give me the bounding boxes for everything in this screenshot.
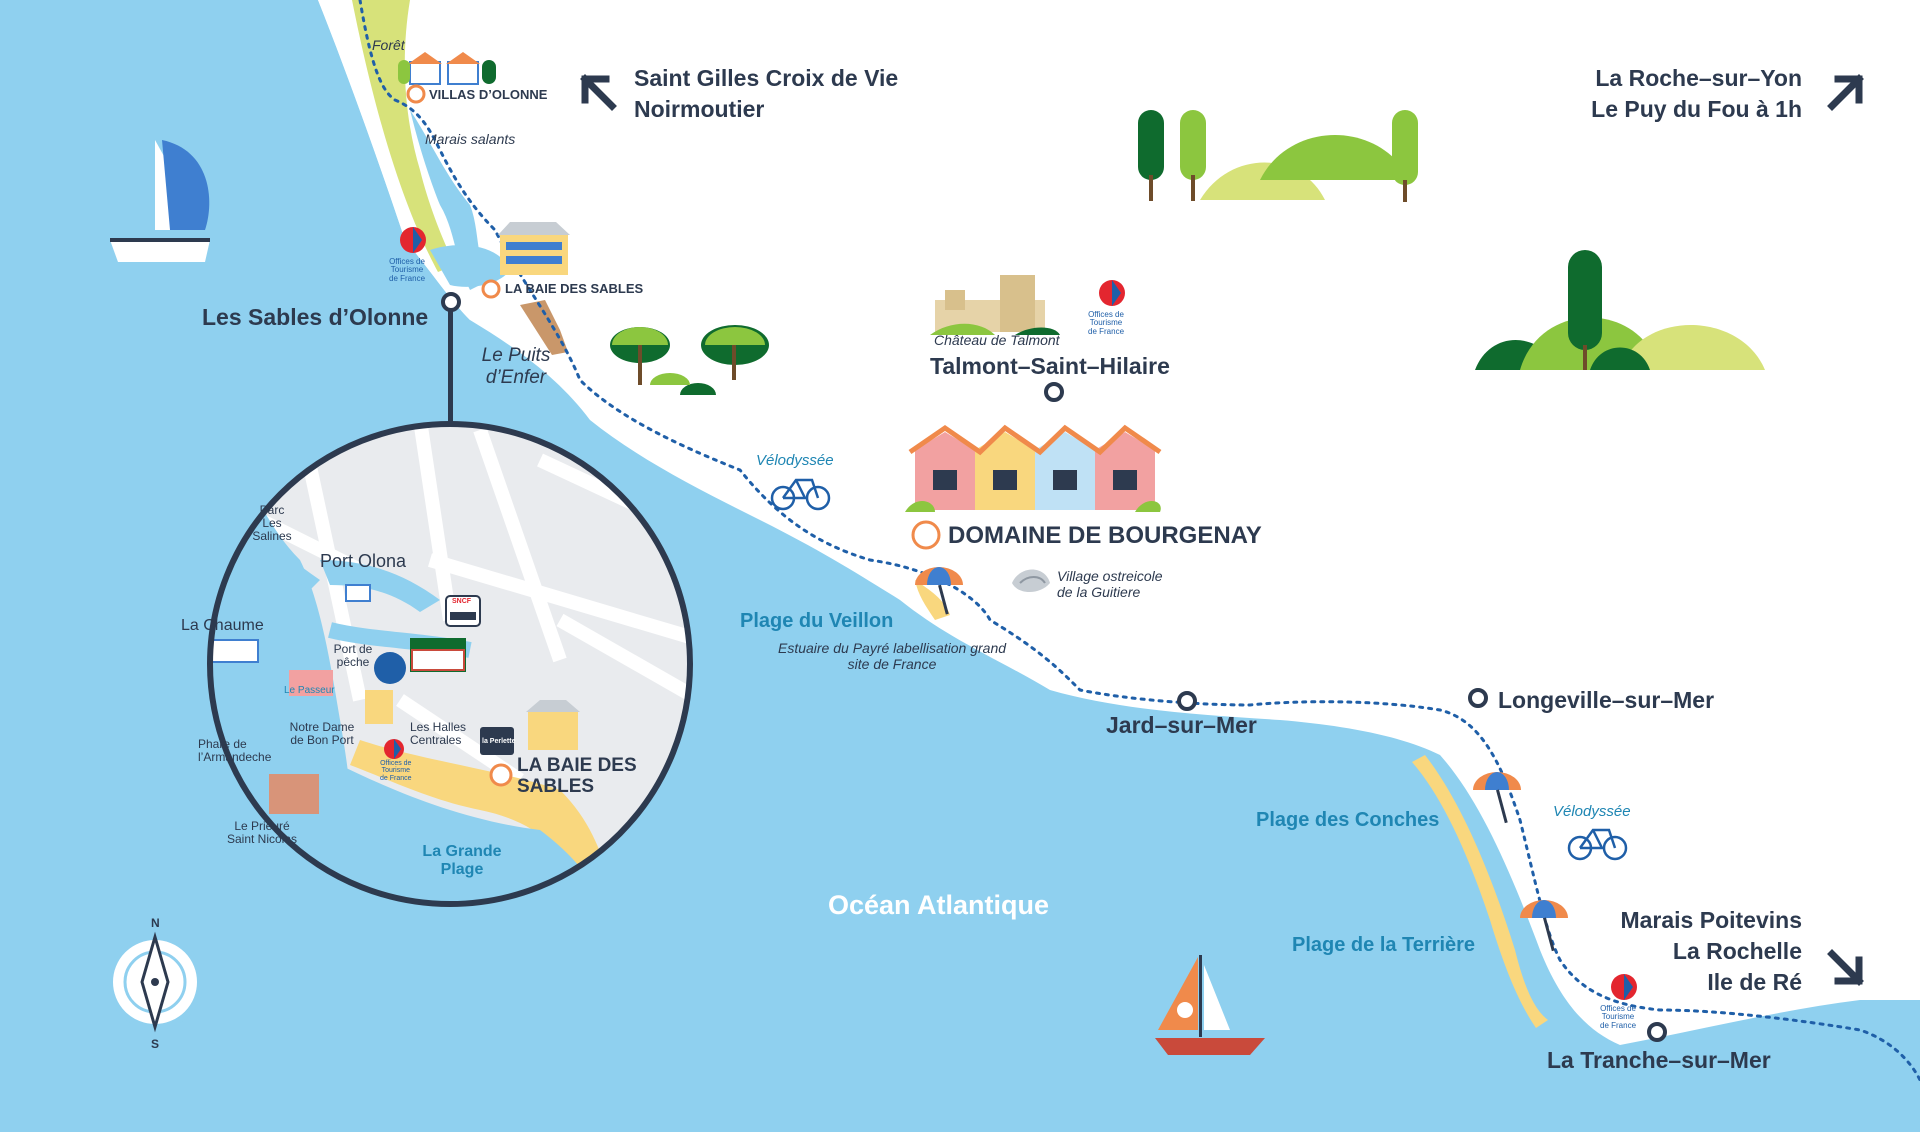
oyster-icon (1012, 569, 1050, 592)
zoom-connector (448, 302, 453, 424)
zoom-grande-plage[interactable]: La Grande Plage (422, 843, 502, 879)
zoom-baie-sables[interactable]: LA BAIE DES SABLES (517, 755, 637, 797)
destination-ile-de-re: Ile de Ré (1707, 969, 1802, 996)
city-talmont[interactable]: Talmont–Saint–Hilaire (930, 353, 1170, 379)
destination-north-east: La Roche–sur–Yon Le Puy du Fou à 1h (1556, 63, 1802, 125)
zoom-port-peche: Port de pêche (333, 642, 373, 670)
compass-south: S (151, 1037, 160, 1051)
tree-group-right (1475, 250, 1765, 370)
label-marais-salants: Marais salants (425, 131, 516, 147)
tourism-office-logos (384, 227, 1637, 1000)
zoom-le-passeur: Le Passeur (284, 685, 335, 696)
zoom-parc-salines: Parc Les Salines (252, 503, 292, 544)
resort-domaine-bourgenay[interactable]: DOMAINE DE BOURGENAY (948, 522, 1262, 549)
destination-la-rochelle: La Rochelle (1672, 938, 1802, 965)
veillon-sand (915, 580, 950, 620)
city-longeville[interactable]: Longeville–sur–Mer (1498, 687, 1715, 713)
sailboat (1155, 955, 1265, 1055)
zoom-halles: Les Halles Centrales (410, 720, 467, 748)
resort-baie-sables[interactable]: LA BAIE DES SABLES (505, 281, 644, 296)
city-les-sables[interactable]: Les Sables d’Olonne (202, 304, 429, 330)
villa-buildings (398, 52, 496, 85)
label-velodyssee-1: Vélodyssée (756, 452, 834, 469)
compass-rose (107, 931, 203, 1033)
destination-la-roche: La Roche–sur–Yon (1595, 65, 1802, 91)
label-puits-enfer: Le Puits d’Enfer (481, 345, 551, 388)
zoom-notre-dame: Notre Dame de Bon Port (289, 720, 355, 748)
destination-puy-du-fou: Le Puy du Fou à 1h (1591, 96, 1802, 123)
bike-icon (770, 478, 831, 511)
label-chateau: Château de Talmont (934, 332, 1060, 348)
city-la-tranche[interactable]: La Tranche–sur–Mer (1547, 1047, 1771, 1073)
destination-marais: Marais Poitevins (1620, 907, 1802, 933)
tree-group-top (1138, 110, 1418, 202)
destination-north-west: Saint Gilles Croix de Vie Noirmoutier (634, 63, 898, 125)
conches-sand (1412, 755, 1548, 1028)
tourism-office-talmont: Offices de Tourisme de France (1088, 310, 1125, 336)
tourism-office-zoom: Offices de Tourisme de France (380, 760, 412, 782)
beach-veillon[interactable]: Plage du Veillon (740, 610, 894, 632)
destination-noirmoutier: Noirmoutier (634, 96, 765, 123)
tourism-office-la-tranche: Offices de Tourisme de France (1600, 1004, 1637, 1030)
destination-saint-gilles: Saint Gilles Croix de Vie (634, 65, 899, 91)
beach-conches[interactable]: Plage des Conches (1256, 809, 1440, 831)
label-foret: Forêt (372, 37, 405, 53)
beach-houses (905, 424, 1162, 512)
pine-trees (610, 325, 769, 395)
bike-icon (1567, 828, 1628, 861)
zoom-la-perlette: la Perlette (482, 738, 516, 745)
tourism-office-les-sables: Offices de Tourisme de France (389, 257, 426, 283)
zoom-port-olona: Port Olona (320, 551, 407, 571)
zoom-sncf-logo: SNCF (452, 598, 472, 605)
cliff (520, 300, 568, 355)
label-velodyssee-2: Vélodyssée (1553, 803, 1631, 820)
harbor-basin (430, 245, 510, 287)
zoom-phare: Phare de l’Armandeche (198, 737, 272, 765)
zoom-prieure: Le Prieuré Saint Nicolas (226, 819, 298, 847)
city-jard[interactable]: Jard–sur–Mer (1106, 712, 1257, 738)
destination-south-east: Marais Poitevins La Rochelle Ile de Ré (1576, 905, 1802, 998)
resort-villas-olonne[interactable]: VILLAS D’OLONNE (429, 87, 548, 102)
catamaran (110, 140, 210, 262)
harbor-inlet (410, 110, 490, 290)
zoom-la-chaume: La Chaume (181, 617, 264, 634)
compass-north: N (151, 916, 160, 930)
label-village-ostreicole: Village ostreicole de la Guitiere (1057, 568, 1163, 601)
velodyssee-route (358, 0, 1920, 1082)
beach-umbrellas (915, 567, 1568, 952)
label-estuaire: Estuaire du Payré labellisation grand si… (777, 640, 1007, 673)
beach-terriere[interactable]: Plage de la Terrière (1292, 934, 1476, 956)
ocean-label: Océan Atlantique (828, 890, 1050, 920)
resort-markers (406, 84, 941, 787)
castle-icon (930, 275, 1060, 335)
apartment-building (498, 222, 570, 275)
direction-arrows (580, 74, 1864, 986)
zoom-inset (207, 421, 693, 907)
city-markers (441, 292, 1667, 1042)
forest-strip (352, 0, 455, 272)
